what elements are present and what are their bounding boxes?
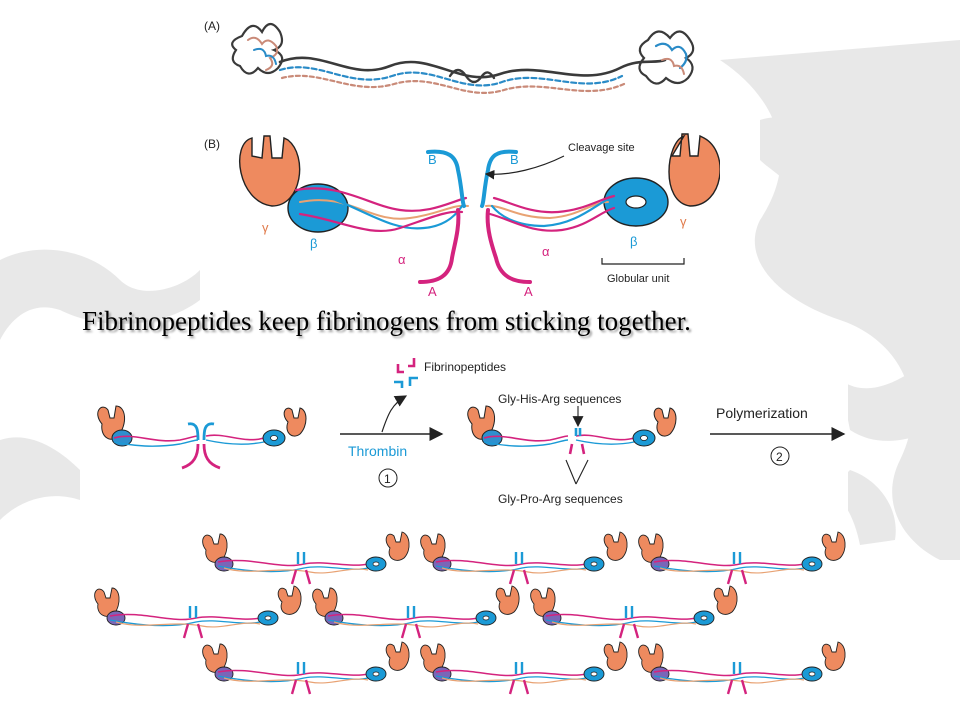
ribbon-center-knot xyxy=(448,68,496,84)
label-b-left: B xyxy=(428,152,437,167)
step-2-circle xyxy=(770,446,790,466)
step-1-circle xyxy=(378,468,398,488)
polymer-row-bottom xyxy=(201,640,847,696)
slide-caption: Fibrinopeptides keep fibrinogens from st… xyxy=(82,306,691,336)
beta-domain-left xyxy=(287,183,349,233)
fibrinopeptides-label: Fibrinopeptides xyxy=(424,360,506,374)
gamma-domain-left xyxy=(239,135,301,207)
ribbon-coiled-coil-rose xyxy=(280,74,626,94)
fibrin-monomer xyxy=(466,405,677,455)
fibrinogen-structure-svg: (A) (B) xyxy=(204,19,721,299)
label-a-right: A xyxy=(524,284,533,298)
fibrinopeptide-b-left xyxy=(426,149,466,208)
fibrinogen-monomer xyxy=(96,405,307,470)
fibrinopeptide-a-left xyxy=(418,208,461,284)
beta-domain-right xyxy=(603,177,669,227)
ribbon-right-globule xyxy=(638,30,695,85)
polymer-row-middle xyxy=(93,584,739,640)
globular-unit-label: Globular unit xyxy=(607,273,669,285)
gamma-domain-right xyxy=(668,133,721,207)
panel-b-label: (B) xyxy=(204,137,220,151)
fibrinopeptide-release-arrow xyxy=(381,395,408,433)
thrombin-reaction-panel: Thrombin 1 Fibrinopeptides Gly-His-Arg s… xyxy=(92,352,848,518)
thrombin-label: Thrombin xyxy=(348,443,407,459)
cleavage-site-arrow xyxy=(484,155,565,180)
fibrin-polymer-panel xyxy=(92,528,848,708)
fibrinogen-structure-panel: (A) (B) xyxy=(200,6,721,299)
released-fibrinopeptides xyxy=(394,358,418,388)
label-beta-right: β xyxy=(630,234,637,249)
label-b-right: B xyxy=(510,152,519,167)
label-gamma-left: γ xyxy=(262,220,269,235)
gly-pro-arg-label: Gly-Pro-Arg sequences xyxy=(498,492,623,506)
step-2-label: 2 xyxy=(776,450,783,464)
thrombin-reaction-svg: Thrombin 1 Fibrinopeptides Gly-His-Arg s… xyxy=(96,358,846,506)
gly-pro-arg-pointer xyxy=(565,459,589,485)
label-alpha-right: α xyxy=(542,244,550,259)
ribbon-structure xyxy=(231,22,695,94)
label-beta-left: β xyxy=(310,236,317,251)
fibrin-polymer-svg xyxy=(93,530,847,696)
polymerization-label: Polymerization xyxy=(716,405,808,421)
label-alpha-left: α xyxy=(398,252,406,267)
ribbon-coiled-coil-blue xyxy=(278,66,624,87)
label-gamma-right: γ xyxy=(680,214,687,229)
panel-a-label: (A) xyxy=(204,19,220,33)
cleavage-site-label: Cleavage site xyxy=(568,142,635,154)
fibrinopeptide-a-right xyxy=(485,208,532,284)
gly-his-arg-label: Gly-His-Arg sequences xyxy=(498,392,621,406)
globular-unit-bracket xyxy=(601,258,685,265)
label-a-left: A xyxy=(428,284,437,298)
ribbon-coiled-coil-dark xyxy=(278,56,667,79)
polypeptide-chains xyxy=(294,149,616,284)
ribbon-left-globule xyxy=(231,22,284,75)
polymer-row-top xyxy=(201,530,847,586)
step-1-label: 1 xyxy=(384,472,391,486)
